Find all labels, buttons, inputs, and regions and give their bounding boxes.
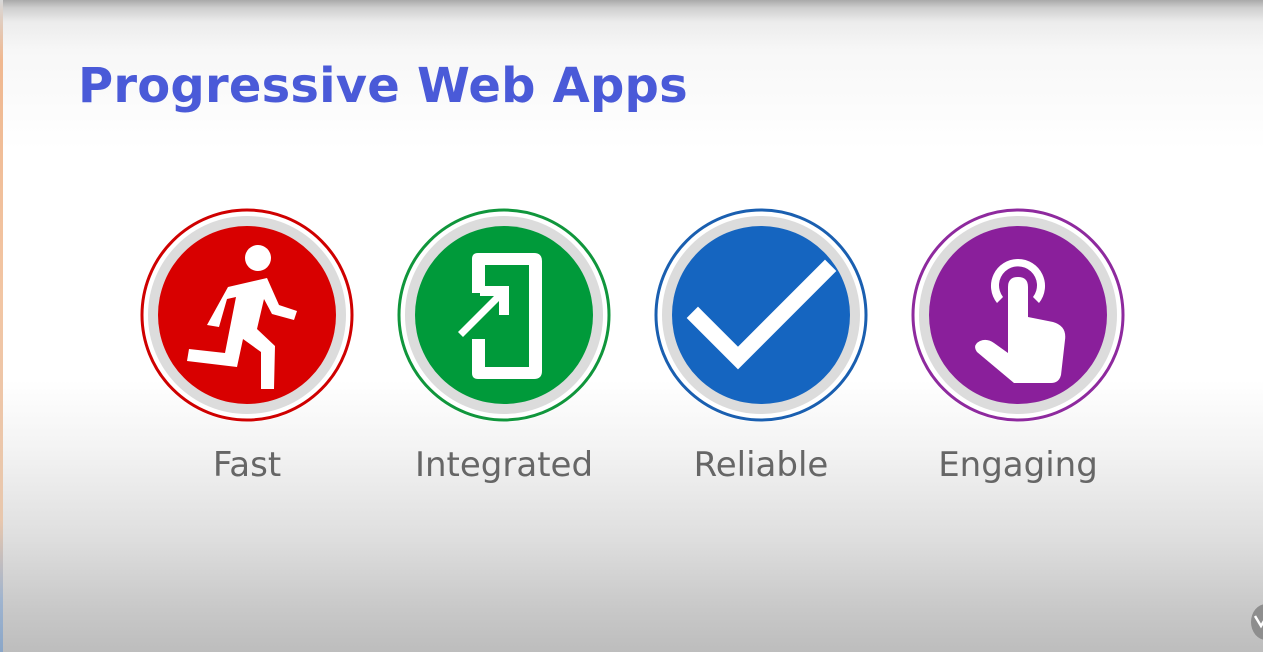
feature-label-engaging: Engaging	[938, 445, 1098, 485]
tap-hand-icon	[911, 208, 1125, 422]
corner-overlay-button[interactable]	[1251, 604, 1263, 640]
slide-title: Progressive Web Apps	[78, 58, 688, 114]
feature-label-fast: Fast	[212, 445, 282, 485]
feature-label-reliable: Reliable	[693, 445, 829, 485]
reliable-badge	[653, 207, 869, 423]
feature-label-integrated: Integrated	[414, 445, 594, 485]
left-edge-strip	[0, 0, 3, 652]
engaging-badge	[910, 207, 1126, 423]
integrated-badge	[396, 207, 612, 423]
chevron-down-icon	[1253, 615, 1263, 629]
running-person-icon	[140, 208, 354, 422]
app-install-icon	[397, 208, 611, 422]
fast-badge	[139, 207, 355, 423]
checkmark-icon	[654, 208, 868, 422]
